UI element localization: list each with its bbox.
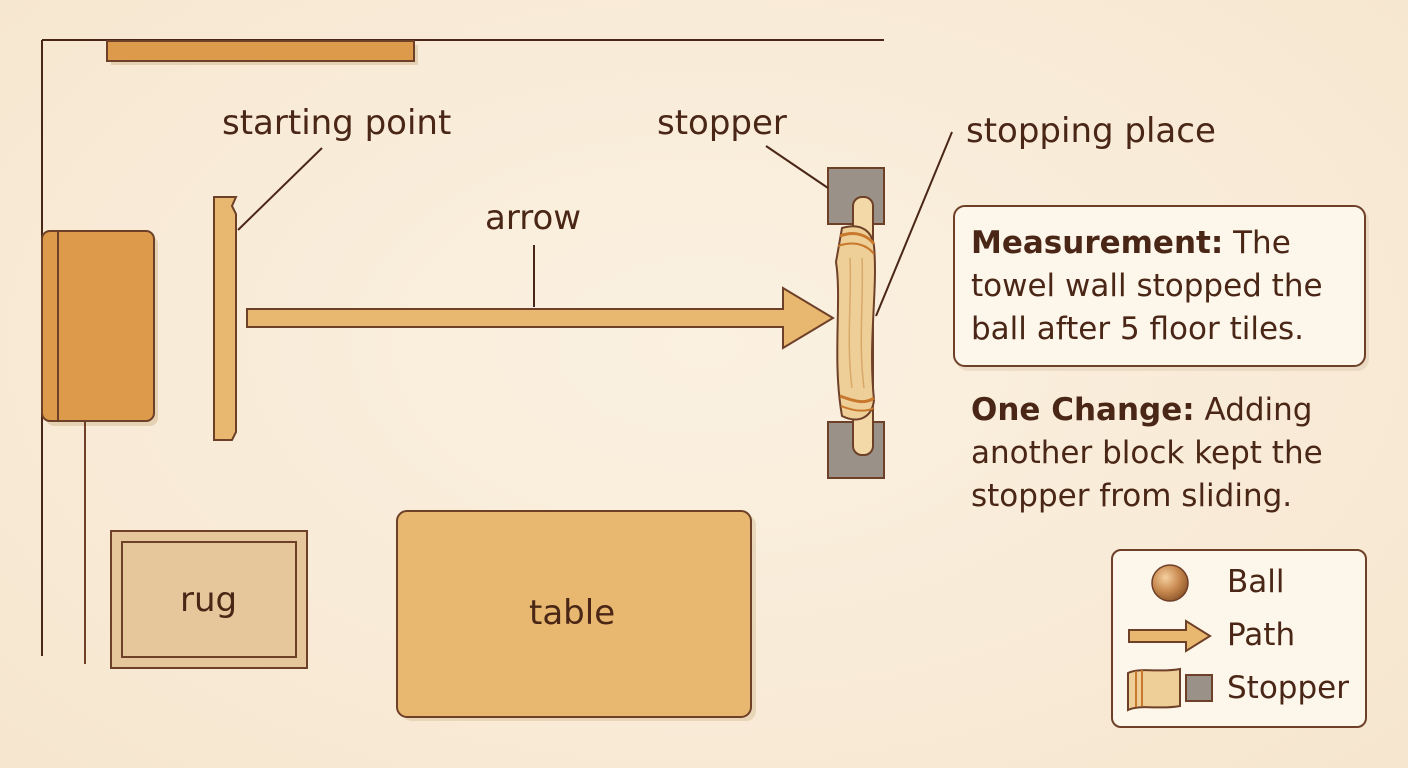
legend-label-stopper: Stopper: [1227, 670, 1349, 706]
legend-label-path: Path: [1227, 617, 1296, 653]
one-change-body: Adding another block kept the stopper fr…: [971, 392, 1323, 514]
cabinet: [41, 230, 158, 664]
measurement-text: Measurement: The towel wall stopped the …: [971, 222, 1361, 351]
measurement-heading: Measurement:: [971, 225, 1224, 261]
measurement-body: The towel wall stopped the ball after 5 …: [971, 225, 1323, 347]
measurement-panel: [953, 205, 1366, 367]
wall-shelf: [106, 40, 418, 65]
stopping-place-label: stopping place: [966, 111, 1216, 151]
arrow-label: arrow: [485, 198, 582, 238]
rug: [110, 530, 308, 669]
starting-point-strip: [213, 147, 323, 441]
rug-label: rug: [180, 580, 238, 620]
one-change-heading: One Change:: [971, 392, 1195, 428]
stopper-label: stopper: [657, 103, 787, 143]
one-change-text: One Change: Adding another block kept th…: [971, 389, 1376, 518]
starting-point-label: starting point: [222, 103, 452, 143]
table-label: table: [529, 593, 616, 633]
legend-label-ball: Ball: [1227, 564, 1285, 600]
path-arrow: [246, 245, 835, 350]
stopper-assembly: [765, 131, 953, 479]
table: [396, 510, 756, 721]
